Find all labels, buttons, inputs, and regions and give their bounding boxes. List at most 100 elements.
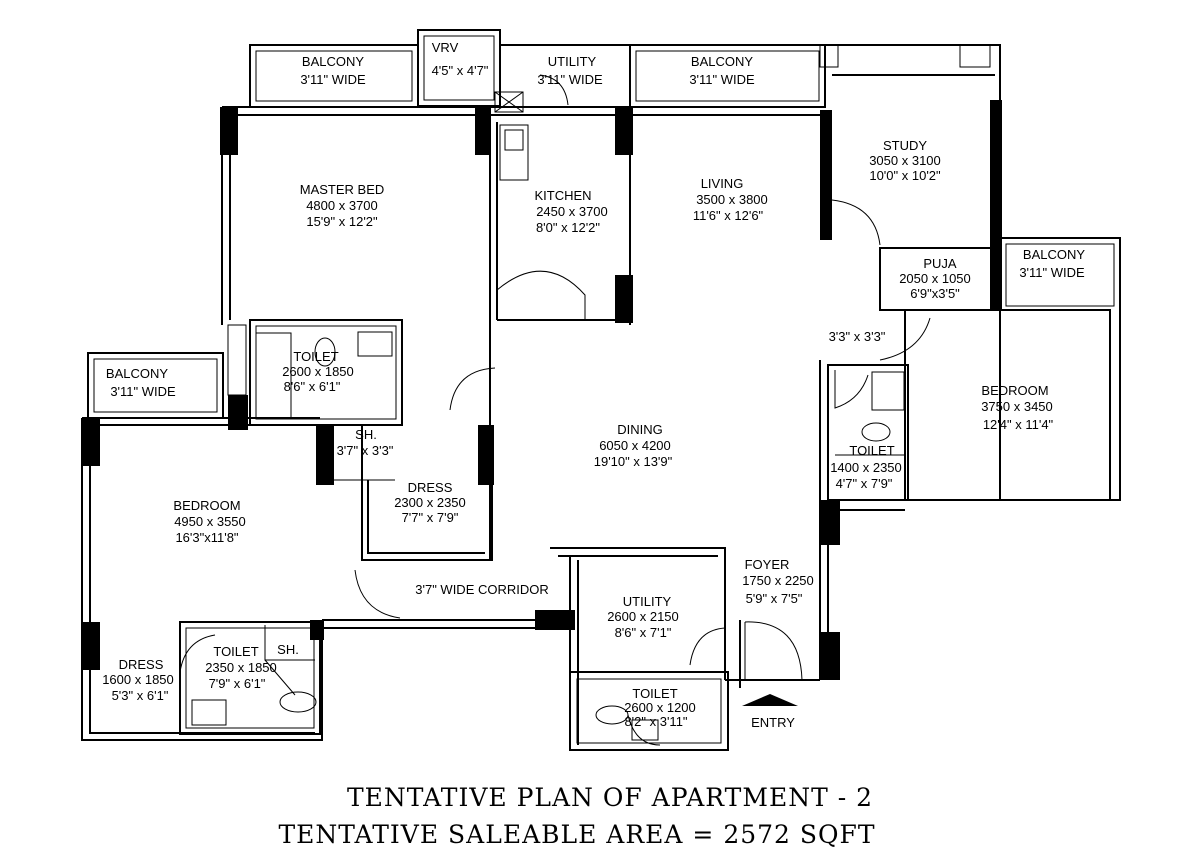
room-size: 1600 x 1850: [102, 672, 174, 687]
toilet-right-door: [834, 370, 869, 409]
room-size: 3050 x 3100: [869, 153, 941, 168]
room-size: 2300 x 2350: [394, 495, 466, 510]
room-name: BEDROOM: [981, 383, 1048, 398]
vent-icon: [494, 91, 524, 113]
room-size-imperial: 8'6" x 7'1": [615, 625, 672, 640]
saleable-area: TENTATIVE SALEABLE AREA = 2572 SQFT: [278, 820, 875, 849]
room-labels: BALCONY 3'11" WIDE VRV 4'5" x 4'7" UTILI…: [102, 40, 1085, 730]
room-size-imperial: 7'9" x 6'1": [209, 676, 266, 691]
room-name: LIVING: [701, 176, 744, 191]
room-name: KITCHEN: [534, 188, 591, 203]
room-size: 2050 x 1050: [899, 271, 971, 286]
column: [820, 110, 832, 240]
room-size: 2350 x 1850: [205, 660, 277, 675]
room-name: MASTER BED: [300, 182, 385, 197]
room-name: DRESS: [119, 657, 164, 672]
room-name: DINING: [617, 422, 663, 437]
room-size-imperial: 7'7" x 7'9": [402, 510, 459, 525]
room-size-imperial: 10'0" x 10'2": [869, 168, 941, 183]
kitchen-door: [496, 270, 586, 320]
column: [990, 100, 1002, 310]
room-size-imperial: 19'10" x 13'9": [594, 454, 673, 469]
room-size-imperial: 11'6" x 12'6": [693, 208, 764, 223]
wash-basin-icon: [357, 331, 393, 357]
column: [228, 395, 248, 430]
room-name: UTILITY: [623, 594, 672, 609]
room-size: 3750 x 3450: [981, 399, 1053, 414]
toilet-lower-door: [627, 714, 661, 746]
column: [82, 622, 100, 670]
foyer-walls: [725, 620, 820, 688]
master-door: [449, 367, 496, 411]
doors: [179, 74, 931, 746]
room-size-imperial: 4'7" x 7'9": [836, 476, 893, 491]
kitchen-walls: [489, 115, 632, 560]
column: [220, 107, 238, 155]
room-name: SH.: [277, 642, 299, 657]
room-size-imperial: 16'3"x11'8": [175, 530, 238, 545]
shower-partition: [264, 625, 315, 661]
room-name: TOILET: [849, 443, 894, 458]
room-size: 3500 x 3800: [696, 192, 768, 207]
room-size-imperial: 8'0" x 12'2": [536, 220, 600, 235]
room-size: 6050 x 4200: [599, 438, 671, 453]
dress-upper-walls: [361, 425, 493, 561]
column: [82, 418, 100, 466]
room-size: 2450 x 3700: [536, 204, 608, 219]
room-name: TOILET: [293, 349, 338, 364]
room-size-imperial: 6'9"x3'5": [910, 286, 960, 301]
column: [310, 620, 324, 640]
room-size: 3'11" WIDE: [110, 384, 176, 399]
column: [615, 107, 633, 155]
wash-basin-icon: [191, 699, 227, 726]
wash-basin-right: [871, 371, 905, 411]
wash-basin-icon: [631, 719, 659, 741]
utility-top-door: [539, 74, 569, 106]
wc-icon: [595, 705, 629, 725]
dress-door: [179, 634, 216, 673]
room-size: 4800 x 3700: [306, 198, 378, 213]
room-size: 3'11" WIDE: [1019, 265, 1085, 280]
room-size-imperial: 5'9" x 7'5": [746, 591, 803, 606]
room-size-imperial: 8'6" x 6'1": [284, 379, 341, 394]
utility-door: [689, 627, 726, 666]
room-name: DRESS: [408, 480, 453, 495]
bedroom-right-door: [879, 317, 931, 361]
wc-icon: [314, 337, 336, 367]
room-size: 3'11" WIDE: [689, 72, 755, 87]
vrv-inner: [423, 35, 495, 101]
study-pillar-right: [959, 44, 991, 68]
plan-title: TENTATIVE PLAN OF APARTMENT - 2: [347, 783, 873, 812]
study-door: [831, 199, 881, 246]
room-name: FOYER: [745, 557, 790, 572]
column: [820, 632, 840, 680]
toilet-lower-left-inner: [185, 627, 315, 729]
balcony-left-mid-inner: [93, 358, 218, 413]
column: [316, 425, 334, 485]
room-size-imperial: 12'4" x 11'4": [983, 417, 1054, 432]
room-name: BALCONY: [691, 54, 753, 69]
study-pillar-left: [819, 44, 839, 68]
room-size-imperial: 15'9" x 12'2": [306, 214, 378, 229]
room-size: 3'11" WIDE: [537, 72, 603, 87]
room-name: SH.: [355, 427, 377, 442]
room-size-imperial: 8'2" x 3'11": [624, 714, 687, 729]
utility-lower-walls: [550, 547, 726, 680]
room-name: TOILET: [632, 686, 677, 701]
shower-upper-partition: [329, 425, 395, 481]
entry-arrow-icon: [742, 694, 798, 706]
room-name: UTILITY: [548, 54, 597, 69]
room-size-imperial: 5'3" x 6'1": [112, 688, 169, 703]
bathtub-icon: [255, 332, 292, 420]
bedroom-left-door: [354, 569, 401, 619]
toilet-right-outline: [827, 364, 909, 501]
kitchen-sink-icon: [499, 124, 529, 181]
room-name: TOILET: [213, 644, 258, 659]
room-name: BALCONY: [302, 54, 364, 69]
room-size: 1750 x 2250: [742, 573, 814, 588]
room-size: 3'11" WIDE: [300, 72, 366, 87]
room-name: PUJA: [923, 256, 957, 271]
corridor-south-wall: [322, 619, 550, 629]
column: [478, 425, 494, 485]
